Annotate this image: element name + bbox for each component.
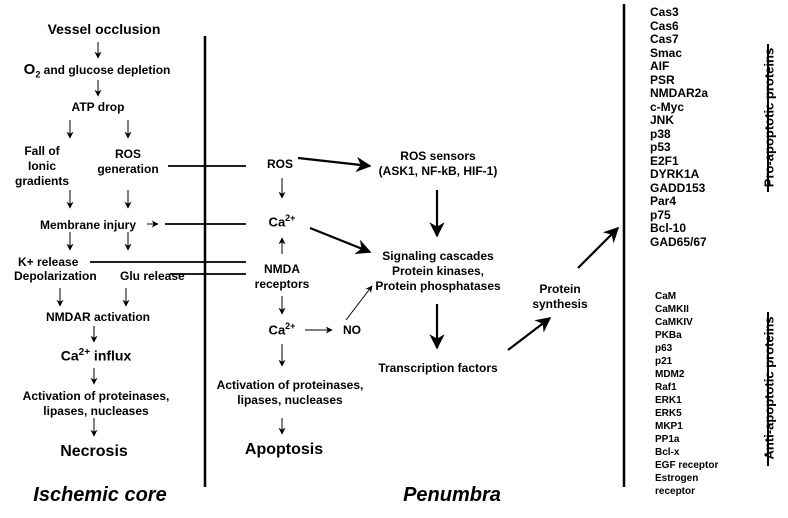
- protein-item: Smac: [650, 45, 683, 60]
- protein-item: PSR: [650, 72, 675, 87]
- ca-node: Ca2+: [268, 213, 296, 230]
- protein-item: PP1a: [655, 434, 680, 445]
- arrow-synthesis-pro: [577, 226, 620, 269]
- ca2-node-symbol: Ca: [268, 322, 286, 338]
- protein-item: CaMKIV: [655, 317, 693, 328]
- protein-item: p75: [650, 207, 671, 222]
- protein-item: MKP1: [655, 421, 683, 432]
- apoptosis: Apoptosis: [244, 441, 324, 458]
- ca2-node-charge: 2+: [285, 321, 296, 331]
- protein-item: EGF receptor: [655, 460, 719, 471]
- protein-item: Cas3: [650, 5, 679, 19]
- protein-item: Cas6: [650, 18, 679, 33]
- protein-item: AIF: [650, 59, 670, 73]
- signaling-cascades: Signaling cascades Protein kinases, Prot…: [375, 249, 501, 293]
- ca2-node: Ca2+: [268, 321, 296, 338]
- o2-suffix: and glucose depletion: [40, 63, 171, 77]
- arrow-transcription-synthesis: [507, 317, 552, 351]
- ros-sensors: ROS sensors (ASK1, NF-kB, HIF-1): [378, 149, 498, 178]
- protein-item: GADD153: [650, 180, 706, 195]
- protein-item: ERK1: [655, 395, 682, 406]
- o2-symbol: O: [23, 61, 36, 78]
- protein-item: Raf1: [655, 382, 677, 393]
- ca-node-charge: 2+: [285, 213, 296, 223]
- nmda-receptors: NMDA receptors: [254, 262, 310, 291]
- o2-subscript: 2: [35, 69, 41, 80]
- ca-influx: Ca2+ influx: [61, 348, 132, 363]
- ros-generation: ROS generation: [97, 147, 159, 176]
- protein-item: Bcl-10: [650, 221, 687, 235]
- protein-item: E2F1: [650, 153, 679, 168]
- protein-item: ERK5: [655, 408, 682, 419]
- ischemic-core-label: Ischemic core: [33, 484, 167, 506]
- o2-glucose-depletion: O2 and glucose depletion: [24, 62, 171, 79]
- atp-drop: ATP drop: [71, 100, 125, 114]
- no-node: NO: [343, 323, 361, 337]
- protein-item: p53: [650, 140, 671, 154]
- protein-item: DYRK1A: [650, 167, 700, 181]
- core-activation: Activation of proteinases, lipases, nucl…: [22, 389, 170, 418]
- arrow-ca-signaling: [309, 226, 372, 255]
- arrow-no-signaling: [345, 285, 373, 321]
- protein-synthesis: Protein synthesis: [532, 282, 588, 311]
- protein-item: p63: [655, 343, 673, 354]
- penumbra-label: Penumbra: [403, 484, 501, 506]
- penumbra-activation: Activation of proteinases, lipases, nucl…: [216, 378, 364, 407]
- ros-node: ROS: [266, 157, 294, 171]
- protein-item: JNK: [650, 113, 675, 127]
- protein-item: PKBa: [655, 330, 682, 341]
- protein-item: receptor: [655, 486, 696, 497]
- protein-item: Cas7: [650, 32, 679, 46]
- k-release: K+ release: [18, 255, 79, 269]
- vessel-occlusion: Vessel occlusion: [47, 21, 161, 37]
- protein-item: GAD65/67: [650, 234, 707, 249]
- protein-item: MDM2: [655, 369, 685, 380]
- protein-item: CaMKII: [655, 304, 689, 315]
- protein-item: NMDAR2a: [650, 86, 709, 100]
- nmdar-activation: NMDAR activation: [45, 310, 151, 324]
- necrosis: Necrosis: [60, 443, 128, 460]
- protein-item: c-Myc: [650, 99, 685, 114]
- ca-symbol: Ca: [60, 347, 79, 364]
- fall-ionic-gradients: Fall of Ionic gradients: [14, 144, 70, 188]
- influx-label: influx: [90, 347, 132, 364]
- arrow-ros-sensors: [297, 156, 372, 173]
- glu-release: Glu release: [120, 269, 185, 283]
- protein-item: Bcl-x: [655, 447, 680, 458]
- depolarization: Depolarization: [14, 269, 97, 283]
- pro-apoptotic-label: Pro-apoptotic proteins: [761, 47, 777, 188]
- protein-item: p21: [655, 356, 673, 367]
- ca-node-symbol: Ca: [268, 214, 286, 230]
- protein-item: CaM: [655, 291, 677, 302]
- protein-item: Estrogen: [655, 473, 699, 484]
- protein-item: Par4: [650, 194, 677, 208]
- membrane-injury: Membrane injury: [39, 218, 137, 232]
- protein-item: p38: [650, 126, 671, 141]
- anti-apoptotic-label: Anti-apoptotic proteins: [761, 316, 777, 460]
- transcription-factors: Transcription factors: [378, 361, 498, 375]
- ca-charge: 2+: [78, 347, 91, 358]
